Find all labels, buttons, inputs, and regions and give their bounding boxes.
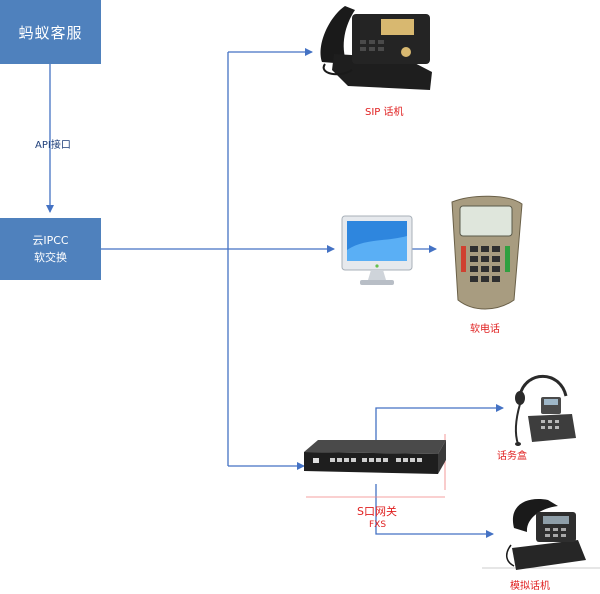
ant-service-label: 蚂蚁客服 [18,23,83,42]
analog-phone-label: 模拟话机 [510,581,550,592]
gateway-icon [304,440,446,474]
phone-box-label: 话务盒 [497,451,527,462]
analog-phone-icon [506,499,586,570]
edge-gateway-to-phonebox [375,404,504,440]
ipcc-softswitch-box: 云IPCC 软交换 [0,218,101,280]
sip-phone-icon [320,6,432,90]
sip-phone-label: SIP 话机 [365,107,404,118]
soft-phone-icon [451,195,523,310]
monitor-icon [341,215,413,285]
connector-lines [46,48,504,538]
soft-phone-label: 软电话 [470,324,500,335]
ant-service-box: 蚂蚁客服 [0,0,101,64]
gateway-port-label: FXS [369,520,387,530]
ipcc-label-line2: 软交换 [34,251,67,264]
ipcc-label-line1: 云IPCC [32,234,69,247]
phone-box-icon [514,374,576,446]
api-interface-label: API接口 [35,140,71,151]
gateway-label: S口网关 [357,505,397,518]
edge-gateway-to-analog [375,484,494,538]
